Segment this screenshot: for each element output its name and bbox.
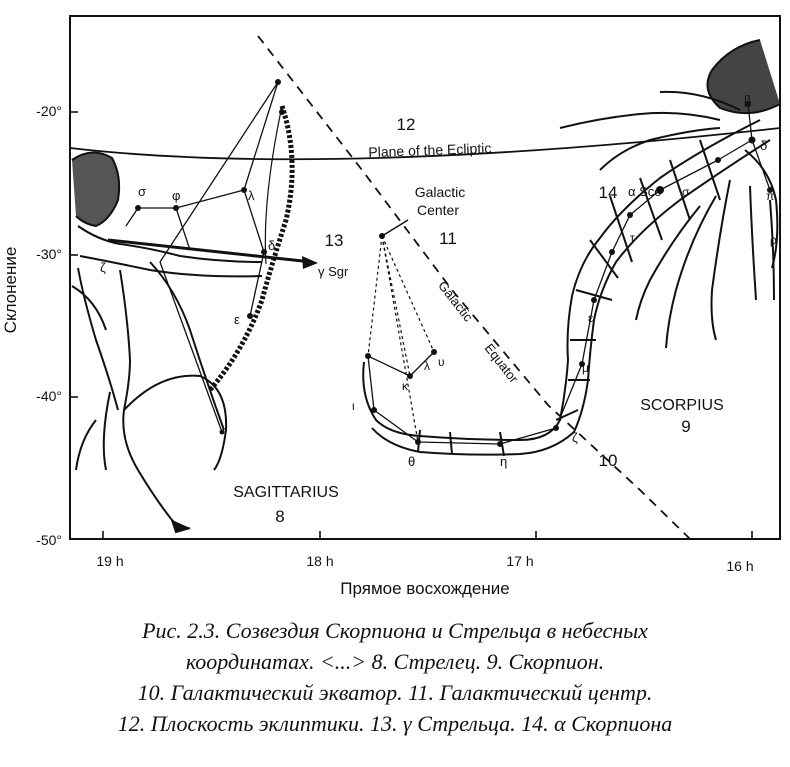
scorpius-figure [362,39,781,457]
star-label-zeta: ζ [100,260,106,275]
label-13: 13 [325,231,344,250]
star-label-epsilon-sco: ε [588,311,594,325]
star-label-iota: ι [352,399,355,413]
star-label-sigma-sco: σ [682,185,690,199]
star-points [135,79,773,447]
plot-frame [69,15,781,540]
bow [208,105,295,392]
galactic-center-label: Center [417,202,459,218]
scorpius-lines [367,103,771,445]
caption-line: Рис. 2.3. Созвездия Скорпиона и Стрельца… [142,618,648,643]
galactic-center-fan [367,235,435,443]
label-14: 14 [599,183,618,202]
star-label-kappa: κ [402,379,409,393]
star-label-delta-sco: δ [760,138,767,153]
star-label-sigma: σ [138,184,146,199]
galactic-center-pointer [381,219,409,237]
x-axis-title: Прямое восхождение [340,579,509,598]
caption-line: 12. Плоскость эклиптики. 13. γ Стрельца.… [117,711,673,736]
label-12: 12 [397,115,416,134]
gamma-sgr-label: γ Sgr [318,264,349,279]
x-tick-label: 16 h [726,558,753,574]
x-tick-label: 18 h [306,553,333,569]
caption-line: координатах. <...> 8. Стрелец. 9. Скорпи… [185,649,605,674]
star-label-eta: η [500,454,507,469]
y-tick-label: -20° [36,103,62,119]
ecliptic-line [69,127,781,161]
galactic-equator-label: Galactic [435,278,476,325]
star-label-upsilon: υ [438,355,445,369]
x-tick-label: 17 h [506,553,533,569]
alpha-sco-label: α Sco [628,184,662,199]
scorpius-label: SCORPIUS [640,397,724,414]
star-label-zeta-sco: ζ [572,430,578,445]
y-tick-label: -40° [36,388,62,404]
star-label-phi: φ [172,188,180,203]
bow-string [264,105,283,265]
label-10: 10 [599,451,618,470]
ecliptic-label: Plane of the Ecliptic [368,140,491,160]
star-label-tau: τ [630,231,635,245]
star-label-theta: θ [408,454,415,469]
star-label-mu: μ [582,361,589,375]
x-tick-label: 19 h [96,553,123,569]
arrow-head [302,256,318,269]
y-axis-title: Склонение [1,247,20,334]
y-tick-label: -50° [36,532,62,548]
star-label-delta: δ [268,238,275,253]
arrow [107,238,313,264]
sagittarius-label: SAGITTARIUS [233,484,339,501]
label-8: 8 [275,507,284,526]
star-label-pi: π [766,189,774,203]
sagittarius-lines [125,81,279,433]
star-label-lambda2: λ [424,359,430,373]
galactic-equator-line [257,35,691,540]
star-label-lambda: λ [248,188,255,203]
label-11: 11 [439,229,457,248]
galactic-equator-label: Equator [482,341,522,387]
y-tick-label: -30° [36,246,62,262]
caption-line: 10. Галактический экватор. 11. Галактиче… [137,680,653,705]
tick-marks [70,111,753,539]
label-9: 9 [681,417,690,436]
galactic-center-label: Galactic [415,184,466,200]
star-label-beta: β [744,93,751,107]
star-label-epsilon: ε [234,312,240,327]
sagittarius-figure [71,151,263,534]
star-label-rho: ρ [770,233,777,247]
